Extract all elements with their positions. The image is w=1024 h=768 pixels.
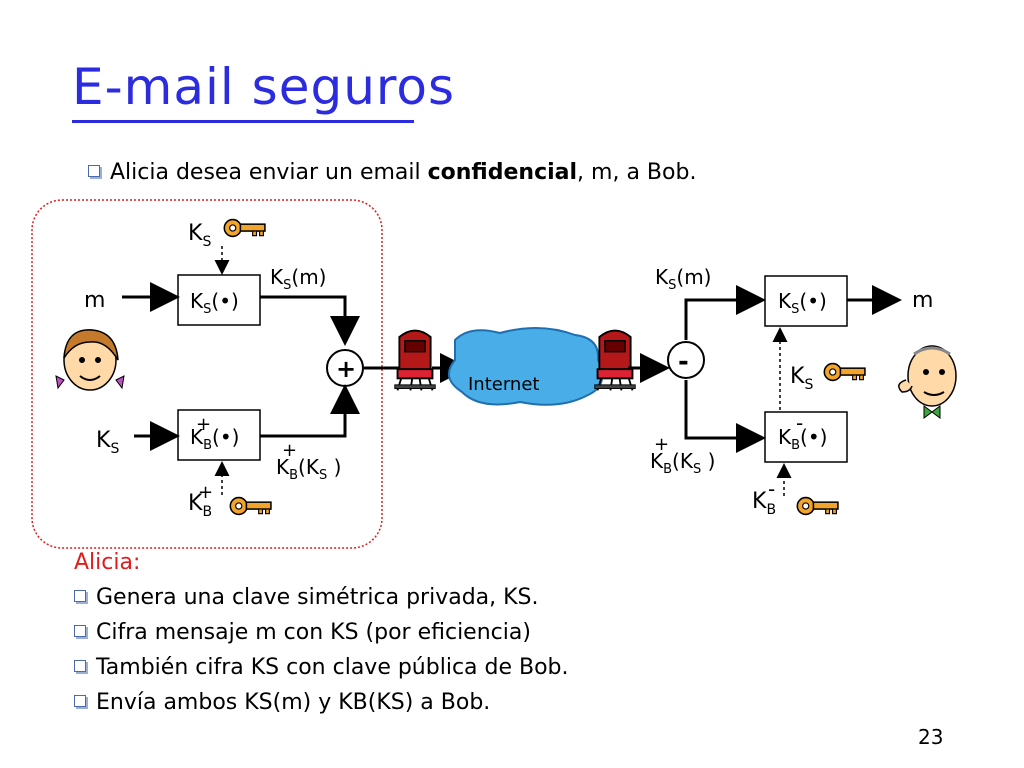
receiver-key-ks-label: KS [790,364,813,393]
mailbox-icon [393,329,437,392]
note-item: También cifra KS con clave pública de Bo… [74,650,569,685]
box-priv-decrypt [764,411,848,463]
svg-text:+: + [198,482,213,503]
intro-text-after: , m, a Bob. [577,160,697,185]
bullet-icon [74,695,86,707]
svg-text:KS(•): KS(•) [190,289,239,317]
svg-text:KB(•): KB(•) [190,425,239,453]
mailbox-icon [593,329,637,392]
bullet-icon [74,590,86,602]
receiver-in-kb-ks: KB(KS ) [650,449,715,477]
svg-text:+: + [282,440,297,461]
page-title: E-mail seguros [72,58,455,116]
note-item: Envía ambos KS(m) y KB(KS) a Bob. [74,685,569,720]
receiver-in-ks-m: KS(m) [655,265,711,293]
svg-text:+: + [196,414,211,435]
bullet-icon [74,660,86,672]
sender-out-ks-m: KS(m) [270,265,326,293]
title-underline [72,120,414,123]
notes: Alicia: Genera una clave simétrica priva… [74,545,569,720]
internet-label: Internet [468,374,539,395]
key-icon [823,362,866,382]
svg-text:+: + [654,434,669,455]
sender-input-ks: KS [96,428,119,457]
svg-text:-: - [796,411,803,435]
bullet-icon [88,165,100,177]
bullet-icon [74,625,86,637]
intro-bullet: Alicia desea enviar un email confidencia… [88,160,696,185]
key-icon [796,496,839,516]
box-sym-decrypt [764,275,848,327]
intro-bold: confidencial [427,160,578,185]
intro-text-before: Alicia desea enviar un email [110,160,428,185]
box-sym-encrypt [177,274,261,326]
box-pub-encrypt [177,409,261,461]
sender-key-ks-label: KS [188,221,211,250]
alice-frame [31,199,383,549]
key-icon [229,496,272,516]
notes-header: Alicia: [74,550,141,575]
svg-text:+: + [336,355,356,383]
split-minus [667,341,705,379]
sender-out-kb-ks: KB(KS ) [276,455,341,483]
svg-text:KS(•): KS(•) [778,289,827,317]
bob-face-icon [898,345,957,419]
key-icon [223,218,266,238]
note-item: Cifra mensaje m con KS (por eficiencia) [74,615,569,650]
note-item: Genera una clave simétrica privada, KS. [74,580,569,615]
svg-text:KB(•): KB(•) [778,425,827,453]
svg-text:-: - [678,347,689,377]
receiver-output-m: m [912,288,933,313]
svg-text:-: - [768,477,775,501]
alice-face-icon [55,329,125,391]
sender-input-m: m [84,288,105,313]
page-number: 23 [918,725,944,749]
